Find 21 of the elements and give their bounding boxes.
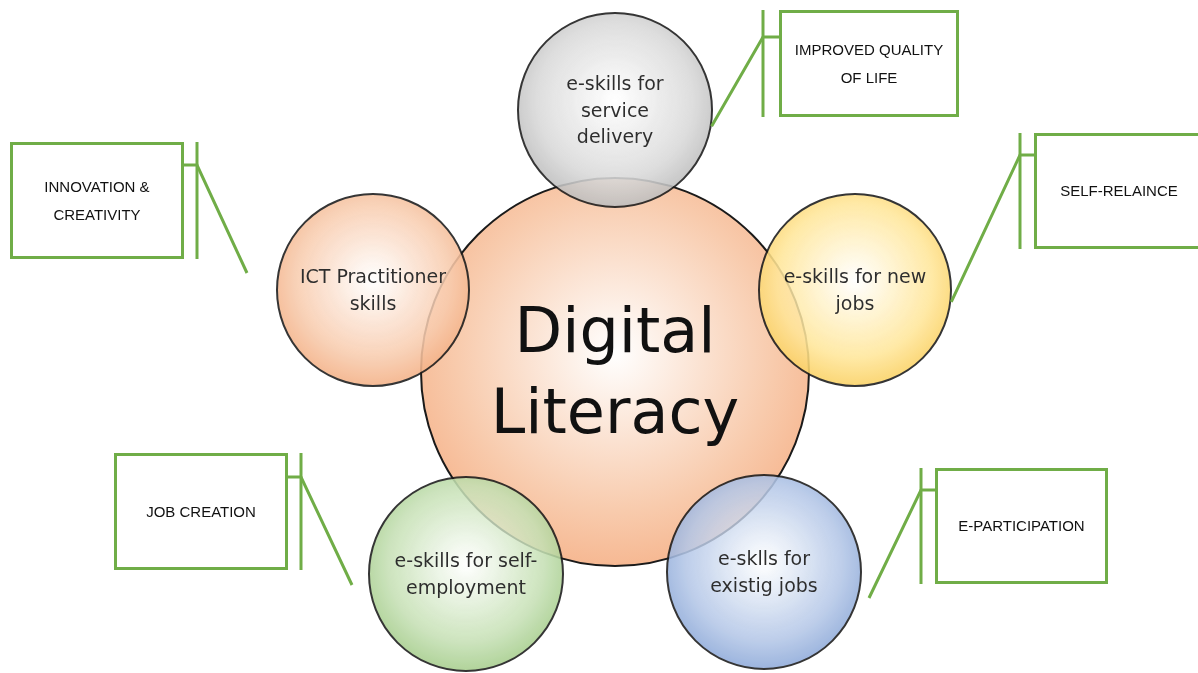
callout-box (935, 468, 1108, 584)
callout-text: JOB CREATION (146, 501, 256, 522)
callout-box (114, 453, 288, 570)
leader-line (710, 35, 779, 128)
leader-line (184, 163, 249, 274)
leader-line (867, 488, 935, 599)
callout-box (10, 142, 184, 259)
callout-box (779, 10, 959, 117)
callout-text: SELF-RELAINCE (1060, 181, 1178, 201)
circle-label: Digital Literacy (489, 293, 741, 450)
callout-text: E-PARTICIPATION (958, 516, 1085, 536)
callout-text: IMPROVED QUALITY OF LIFE (793, 39, 945, 88)
circle-label: e-sklls for existig jobs (709, 546, 819, 598)
circle-label: ICT Practitioner skills (298, 264, 448, 316)
circle-label: e-skills for service delivery (565, 71, 665, 150)
callout-box (1034, 133, 1198, 249)
circle-label: e-skills for self-employment (393, 548, 539, 600)
leader-line (288, 475, 354, 586)
callout-text: INNOVATION & CREATIVITY (43, 176, 151, 225)
leader-line (949, 153, 1034, 303)
circle-label: e-skills for new jobs (782, 264, 928, 316)
